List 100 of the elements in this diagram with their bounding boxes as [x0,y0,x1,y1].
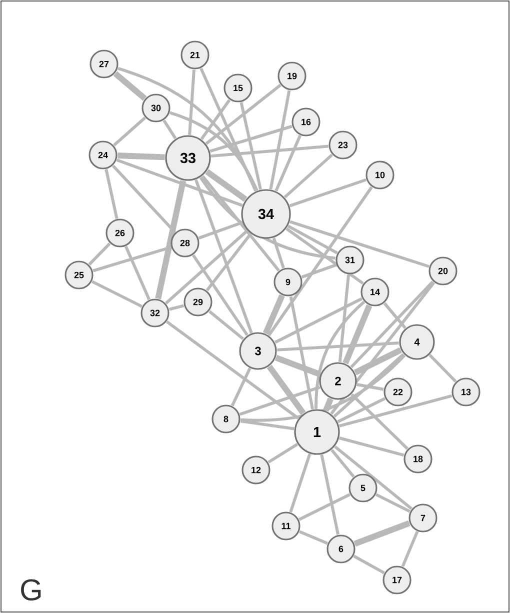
edge-line [201,175,280,272]
edge-line [401,530,419,568]
edge-line [155,180,186,300]
edge-line [269,90,291,190]
edge-line [206,233,252,292]
network-node: 28 [170,228,200,258]
edge-line [337,397,386,424]
edge-line [289,454,312,512]
network-node: 27 [90,50,118,78]
edge-line [116,158,243,207]
edge-line [298,493,350,521]
edge-line [375,493,411,513]
edge-line [268,443,298,464]
edge-line [330,282,436,415]
network-node: 14 [360,278,390,306]
network-node: 3 [239,332,277,370]
network-node: 21 [180,40,210,70]
edge-line [164,230,248,304]
network-node: 18 [404,444,432,474]
edge-line [339,436,404,457]
edge-line [113,71,147,101]
edge-line [342,304,372,364]
edge-line [169,111,258,192]
edge-line [239,386,320,416]
edge-line [354,520,410,547]
network-node: 6 [326,534,356,564]
network-node: 15 [224,74,252,102]
network-node: 33 [165,135,211,181]
edge-line [166,320,300,420]
edge-line [199,176,336,260]
edge-line [208,310,244,340]
edge-line [88,242,111,266]
edge-line [118,152,165,160]
edge-line [323,398,334,412]
edge-line [274,354,322,378]
edge-line [210,144,328,158]
edge-line [162,120,177,140]
edge-line [277,342,399,352]
network-node: 29 [184,288,212,316]
edge-line [330,448,355,478]
edge-line [290,220,430,268]
edge-line [194,179,253,334]
edge-line [200,68,258,192]
edge-line [356,383,384,391]
network-node: 8 [212,404,240,434]
network-node: 26 [106,218,134,248]
edge-line [240,420,294,430]
edge-line [188,70,196,135]
edge-line [350,280,434,368]
edge-line [274,134,302,192]
edge-line [192,254,248,336]
panel-letter: G [21,579,41,600]
network-node: 4 [399,324,435,360]
edge-line [287,224,338,254]
edge-line [338,274,350,362]
network-node: 7 [408,504,438,532]
edge-line [205,169,248,202]
edge-line [118,67,258,192]
edge-line [266,364,306,416]
network-node: 25 [64,260,94,290]
network-node: 10 [366,160,394,190]
edge-line [314,300,366,409]
network-node: 16 [292,108,320,136]
edge-line [91,280,143,308]
edge-line [350,393,409,450]
network-node: 20 [428,256,458,286]
network-node: 31 [336,246,364,274]
edge-line [112,164,176,234]
edge-line [240,102,262,190]
edge-line [268,186,373,336]
network-node: 34 [241,189,291,239]
edge-line [272,238,285,268]
network-node: 1 [294,409,340,455]
edge-line [301,264,337,278]
edge-line [298,530,328,545]
edge-line [334,445,413,510]
edge-line [428,354,457,383]
edge-line [383,302,406,330]
edge-line [124,246,150,300]
edge-line [205,84,282,145]
edge-line [168,304,184,311]
edge-line [200,99,231,140]
network-node: 19 [278,62,306,90]
edge-line [210,124,292,153]
edge-line [354,347,402,376]
edge-line [284,154,334,198]
network-node: 30 [142,94,170,122]
edge-line [286,227,364,285]
edge-line [339,394,452,428]
network-node: 17 [382,566,412,594]
network-node: 12 [242,456,270,484]
network-node: 24 [88,140,118,170]
network-node: 13 [452,378,480,406]
network-node: 32 [140,298,170,328]
edge-line [104,169,118,219]
edge-line [274,297,363,344]
network-node: 2 [319,362,357,400]
edge-line [198,221,243,240]
edge-line [353,554,385,574]
edge-line [289,178,367,208]
